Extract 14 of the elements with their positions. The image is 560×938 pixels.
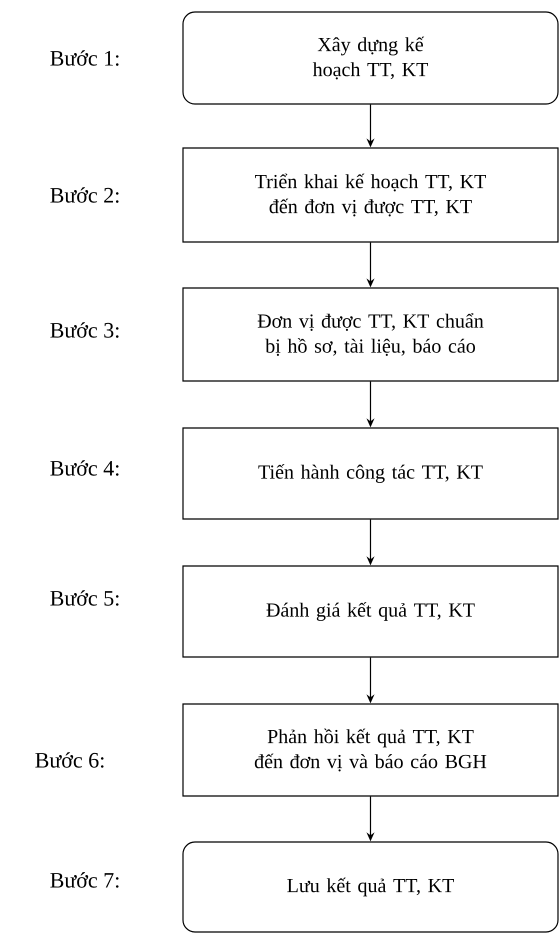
step-label: Bước 1: — [50, 50, 119, 66]
step-box: Phản hồi kết quả TT, KT đến đơn vị và báo cáo BGH — [182, 703, 559, 797]
step-label: Bước 4: — [50, 460, 119, 476]
step-label: Bước 5: — [50, 590, 119, 606]
step-label: Bước 3: — [50, 322, 119, 338]
step-box: Đánh giá kết quả TT, KT — [182, 565, 559, 658]
step-label: Bước 7: — [50, 872, 119, 888]
rounded-step-box: Xây dựng kế hoạch TT, KT — [182, 11, 559, 105]
step-box: Tiến hành công tác TT, KT — [182, 427, 559, 520]
step-label: Bước 2: — [50, 187, 119, 203]
step-box: Đơn vị được TT, KT chuẩn bị hồ sơ, tài liệu, báo cáo — [182, 287, 559, 382]
step-box: Triển khai kế hoạch TT, KT đến đơn vị được TT, KT — [182, 147, 559, 243]
rounded-step-box: Lưu kết quả TT, KT — [182, 841, 559, 933]
step-label: Bước 6: — [35, 752, 104, 768]
